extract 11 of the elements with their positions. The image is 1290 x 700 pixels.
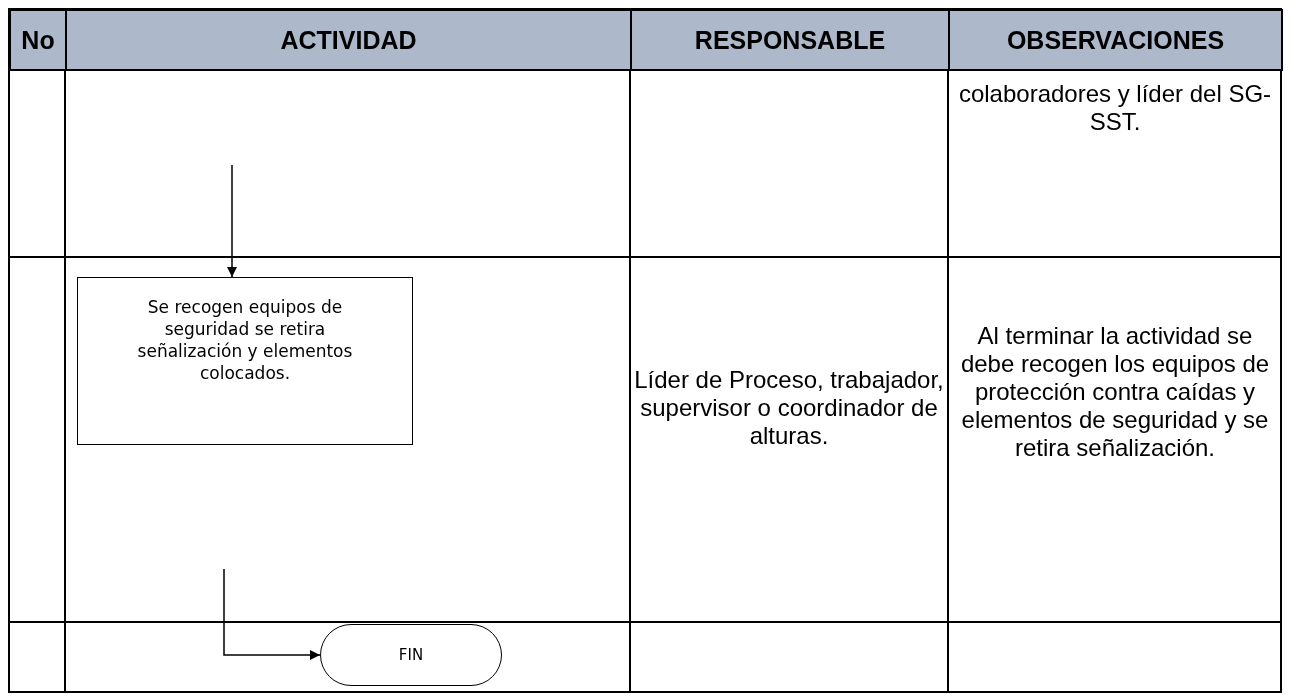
cell-text: Al terminar la actividad se debe recogen los equipos de protección contra caídas y elementos de seguridad y se retira señalización. <box>959 322 1271 462</box>
column-header: No <box>9 9 67 71</box>
arrow <box>223 568 321 661</box>
terminator-shape: FIN <box>320 624 502 686</box>
column-header: ACTIVIDAD <box>65 9 632 71</box>
cell-text: Líder de Proceso, trabajador, supervisor o coordinador de alturas. <box>633 366 945 450</box>
column-header: OBSERVACIONES <box>948 9 1283 71</box>
arrow <box>226 164 238 278</box>
column-header: RESPONSABLE <box>630 9 950 71</box>
cell-text: colaboradores y líder del SG-SST. <box>957 80 1273 136</box>
process-box: Se recogen equipos de seguridad se retira señalización y elementos colocados. <box>77 277 413 445</box>
